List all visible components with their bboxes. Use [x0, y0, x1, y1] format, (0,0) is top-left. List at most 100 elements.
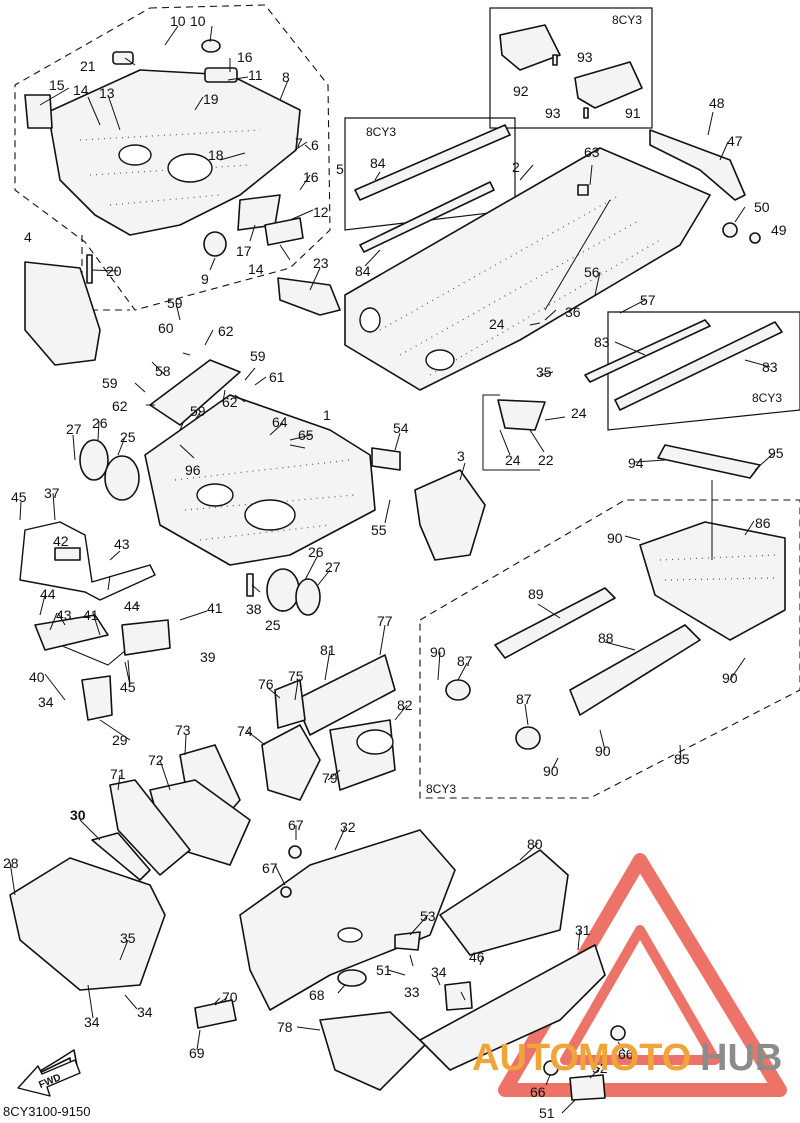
variant-label-83: 8CY3 — [752, 391, 782, 405]
callout-40: 40 — [29, 669, 45, 685]
bolt-63 — [577, 184, 589, 196]
callout-3: 3 — [457, 448, 465, 464]
callout-41b: 41 — [207, 600, 223, 616]
callout-24b: 24 — [571, 405, 587, 421]
front-frame-holes — [79, 129, 261, 206]
callout-53: 53 — [420, 908, 436, 924]
callout-88: 88 — [598, 630, 614, 646]
callout-30: 30 — [70, 807, 86, 823]
callout-84b: 84 — [355, 263, 371, 279]
grommet-67-left — [280, 886, 292, 898]
callout-65: 65 — [298, 427, 314, 443]
callout-67a: 67 — [288, 817, 304, 833]
callout-70: 70 — [222, 989, 238, 1005]
callout-73: 73 — [175, 722, 191, 738]
callout-16a: 16 — [237, 49, 253, 65]
fwd-arrow-body — [17, 1059, 81, 1097]
boot-25-right — [266, 568, 300, 612]
callout-2: 2 — [512, 159, 520, 175]
nut-50 — [722, 222, 738, 238]
callout-4: 4 — [24, 229, 32, 245]
grommet-10 — [201, 39, 221, 53]
pin-20 — [86, 254, 93, 284]
callout-69: 69 — [189, 1045, 205, 1061]
group-outline-upper-frame — [14, 4, 331, 311]
callout-18: 18 — [208, 147, 224, 163]
variant-box-seat — [489, 7, 653, 129]
callout-84a: 84 — [370, 155, 386, 171]
watermark-text-hub: HUB — [700, 1037, 782, 1079]
callout-93b: 93 — [545, 105, 561, 121]
callout-14b: 14 — [248, 261, 264, 277]
callout-51a: 51 — [376, 962, 392, 978]
callout-5: 5 — [336, 161, 344, 177]
callout-6: 6 — [311, 137, 319, 153]
boot-25-left — [104, 455, 140, 501]
bracket-53 — [394, 931, 421, 951]
callout-28: 28 — [3, 855, 19, 871]
callout-43a: 43 — [114, 536, 130, 552]
bracket-22 — [497, 399, 546, 431]
callout-13: 13 — [99, 85, 115, 101]
plate-94 — [657, 444, 761, 479]
bolt-93-bottom — [583, 107, 589, 119]
callout-47: 47 — [727, 133, 743, 149]
callout-46: 46 — [469, 949, 485, 965]
boot-26-left — [79, 439, 109, 481]
callout-23: 23 — [313, 255, 329, 271]
callout-87a: 87 — [457, 653, 473, 669]
callout-10a: 10 — [170, 13, 186, 29]
main-frame-body — [144, 394, 376, 566]
tunnel-cover-holes — [659, 554, 776, 581]
nut-49 — [749, 232, 761, 244]
callout-34d: 34 — [431, 964, 447, 980]
callout-81: 81 — [320, 642, 336, 658]
callout-63: 63 — [584, 144, 600, 160]
callout-76: 76 — [258, 676, 274, 692]
tunnel-hole-left — [359, 307, 381, 333]
rail-88 — [569, 624, 701, 716]
callout-labels: 1 2 3 4 5 6 7 8 9 10 10 11 12 13 14 14 1… — [3, 13, 787, 1121]
callout-59b: 59 — [250, 348, 266, 364]
callout-25b: 25 — [265, 617, 281, 633]
bracket-42 — [54, 547, 81, 561]
callout-55: 55 — [371, 522, 387, 538]
callout-7: 7 — [295, 135, 303, 151]
front-frame-cutout-2 — [118, 144, 152, 166]
callout-62a: 62 — [218, 323, 234, 339]
callout-95: 95 — [768, 445, 784, 461]
callout-10b: 10 — [190, 13, 206, 29]
callout-43b: 43 — [56, 607, 72, 623]
bracket-15 — [24, 94, 53, 129]
callout-19: 19 — [203, 91, 219, 107]
callout-16b: 16 — [303, 169, 319, 185]
bolt-93-top — [552, 54, 558, 66]
callout-71: 71 — [110, 766, 126, 782]
callout-26a: 26 — [92, 415, 108, 431]
callout-72: 72 — [148, 752, 164, 768]
callout-90c: 90 — [722, 670, 738, 686]
front-bumper-28 — [9, 857, 166, 991]
callout-37: 37 — [44, 485, 60, 501]
callout-67b: 67 — [262, 860, 278, 876]
variant-box-83 — [607, 311, 800, 431]
callout-41a: 41 — [83, 607, 99, 623]
callout-48: 48 — [709, 95, 725, 111]
callout-93a: 93 — [577, 49, 593, 65]
callout-20: 20 — [106, 263, 122, 279]
tunnel-cover-86 — [639, 521, 786, 641]
grommet-67-top — [288, 845, 302, 859]
callout-12: 12 — [313, 204, 329, 220]
callout-62c: 62 — [222, 394, 238, 410]
watermark-text-auto: AUTO — [472, 1037, 579, 1079]
bracket-23 — [277, 277, 341, 316]
callout-24c: 24 — [505, 452, 521, 468]
callout-34b: 34 — [84, 1014, 100, 1030]
grommet-66-right — [610, 1025, 626, 1041]
callout-94: 94 — [628, 455, 644, 471]
tunnel-assembly — [277, 129, 761, 431]
callout-26b: 26 — [308, 544, 324, 560]
callout-49: 49 — [771, 222, 787, 238]
crossbar-58 — [149, 359, 241, 426]
